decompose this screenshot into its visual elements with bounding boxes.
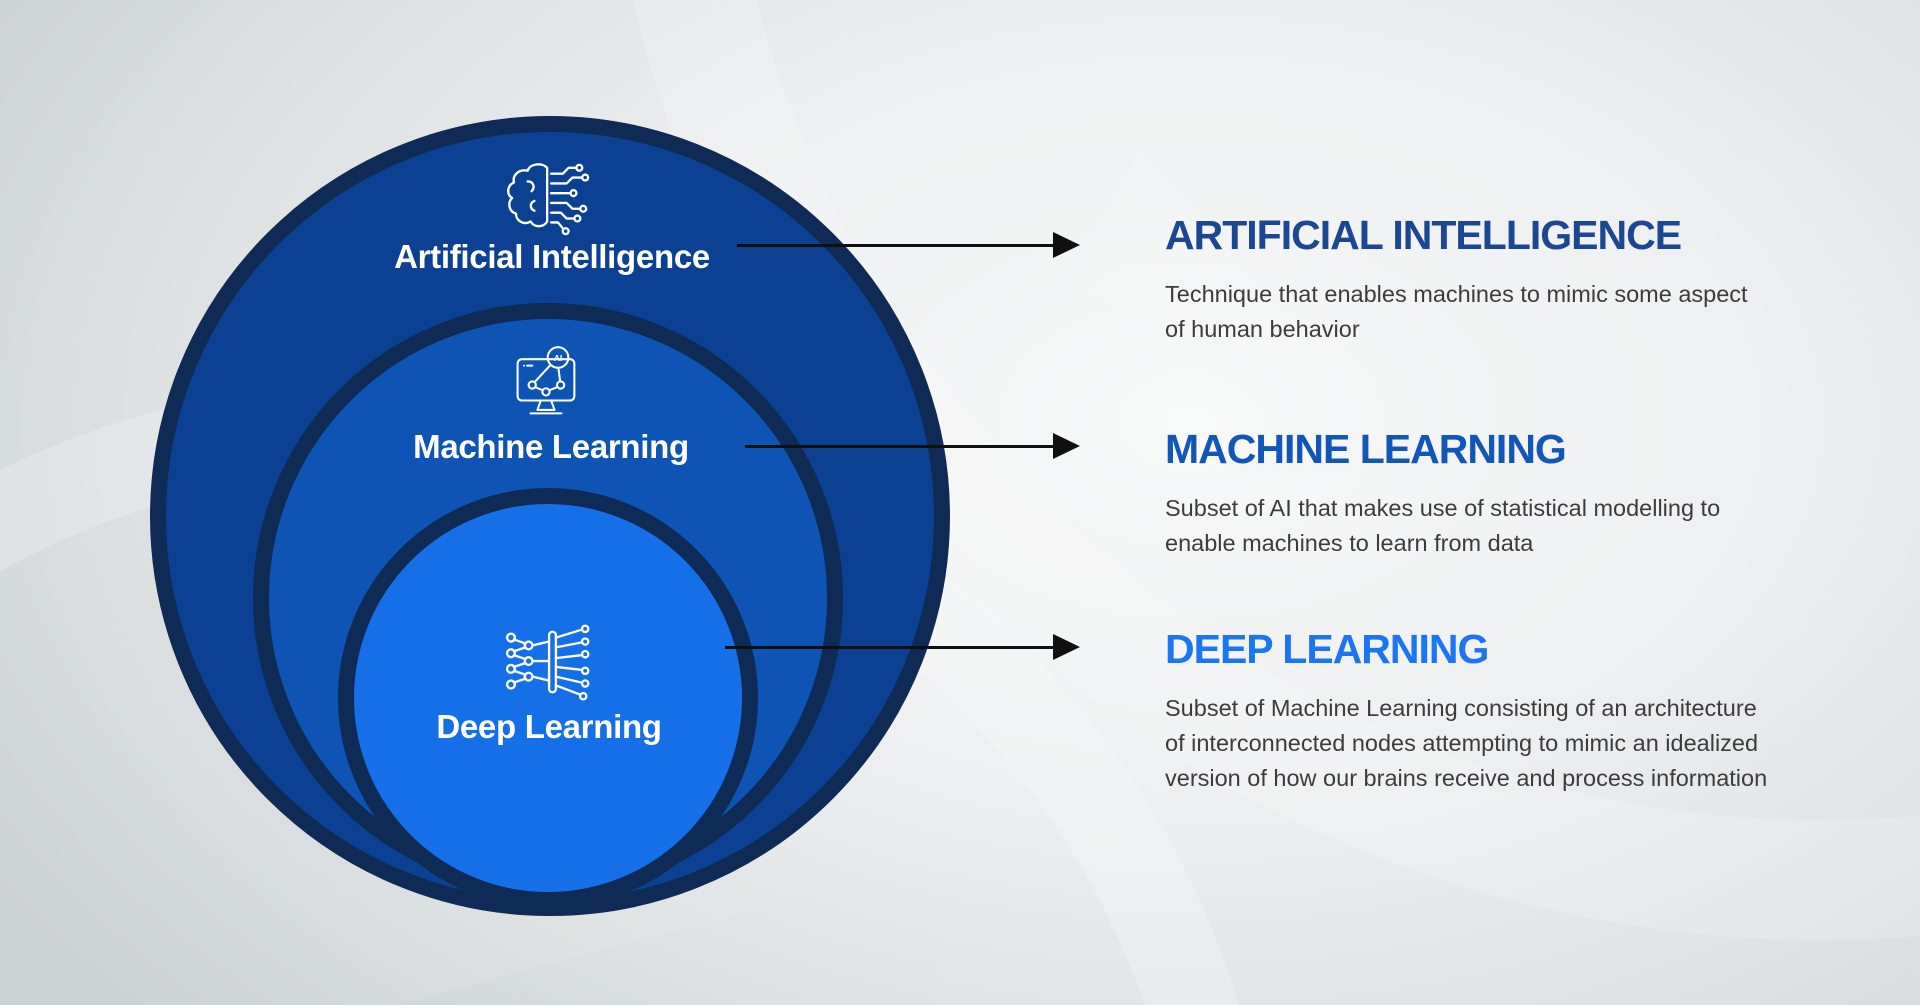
arrow-shaft bbox=[737, 243, 1055, 247]
section-description: Technique that enables machines to mimic… bbox=[1165, 281, 1748, 342]
arrow-shaft bbox=[745, 444, 1055, 448]
arrow-deep-learning bbox=[725, 634, 1080, 660]
section-deep-learning: DEEP LEARNING Subset of Machine Learning… bbox=[1165, 626, 1767, 796]
section-heading: DEEP LEARNING bbox=[1165, 626, 1489, 672]
brain-circuit-icon bbox=[503, 160, 603, 238]
svg-text:AI: AI bbox=[554, 353, 563, 363]
ai-monitor-icon: AI bbox=[509, 344, 595, 426]
section-heading: MACHINE LEARNING bbox=[1165, 426, 1567, 472]
section-description: Subset of Machine Learning consisting of… bbox=[1165, 695, 1768, 791]
section-heading: ARTIFICIAL INTELLIGENCE bbox=[1165, 212, 1682, 258]
section-machine-learning: MACHINE LEARNING Subset of AI that makes… bbox=[1165, 426, 1720, 561]
arrow-head bbox=[1053, 634, 1080, 660]
section-description: Subset of AI that makes use of statistic… bbox=[1165, 495, 1721, 556]
arrow-head bbox=[1053, 433, 1080, 459]
label-deep-learning: Deep Learning bbox=[436, 708, 662, 745]
arrow-shaft bbox=[725, 645, 1055, 649]
neural-network-icon bbox=[503, 622, 601, 704]
arrow-head bbox=[1053, 232, 1080, 258]
arrow-artificial-intelligence bbox=[737, 232, 1080, 258]
label-artificial-intelligence: Artificial Intelligence bbox=[394, 238, 710, 275]
arrow-machine-learning bbox=[745, 433, 1080, 459]
label-machine-learning: Machine Learning bbox=[413, 428, 689, 465]
section-artificial-intelligence: ARTIFICIAL INTELLIGENCE Technique that e… bbox=[1165, 212, 1748, 347]
